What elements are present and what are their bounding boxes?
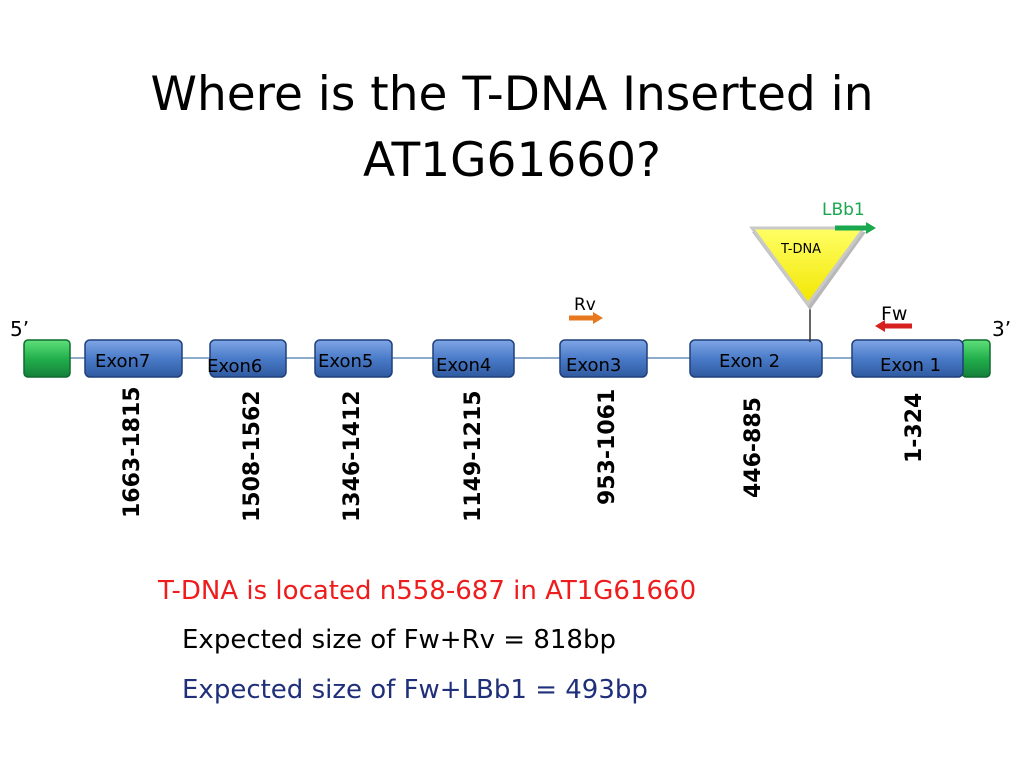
five-prime-label: 5’ xyxy=(10,317,29,341)
exon3-range: 953-1061 xyxy=(595,389,620,505)
exon2-label: Exon 2 xyxy=(719,351,780,372)
lbb1-label: LBb1 xyxy=(822,200,865,220)
exon7-box xyxy=(84,339,183,378)
three-prime-label: 3’ xyxy=(992,317,1011,341)
exon3-box xyxy=(559,339,648,378)
exon2-range: 446-885 xyxy=(741,397,766,498)
exon5-label: Exon5 xyxy=(318,351,373,372)
exon5-box xyxy=(314,339,393,378)
fw-lbb1-size-note: Expected size of Fw+LBb1 = 493bp xyxy=(182,675,648,705)
fw-label: Fw xyxy=(881,303,907,325)
exon1-box xyxy=(851,339,964,378)
exon7-label: Exon7 xyxy=(95,351,150,372)
fw-arrow-icon xyxy=(875,320,912,332)
exon4-label: Exon4 xyxy=(436,355,491,376)
slide-title: Where is the T-DNA Inserted in AT1G61660… xyxy=(0,62,1024,194)
utr-5prime-box xyxy=(23,339,71,378)
tdna-triangle xyxy=(749,226,867,307)
exon2-box xyxy=(689,339,823,378)
tdna-location-note: T-DNA is located n558-687 in AT1G61660 xyxy=(158,576,697,606)
fw-rv-size-note: Expected size of Fw+Rv = 818bp xyxy=(182,625,616,655)
exon1-range: 1-324 xyxy=(902,393,927,463)
lbb1-arrow-icon xyxy=(835,222,876,234)
title-line-2: AT1G61660? xyxy=(363,133,661,188)
exon6-label: Exon6 xyxy=(207,356,262,377)
exon7-range: 1663-1815 xyxy=(120,386,145,518)
exon1-label: Exon 1 xyxy=(880,355,941,376)
exon6-box xyxy=(209,339,287,378)
rv-arrow-icon xyxy=(569,312,603,324)
exon5-range: 1346-1412 xyxy=(340,390,365,522)
tdna-label: T-DNA xyxy=(780,242,821,257)
rv-label: Rv xyxy=(574,295,596,315)
exon4-range: 1149-1215 xyxy=(461,390,486,522)
utr-3prime-box xyxy=(961,339,991,378)
title-line-1: Where is the T-DNA Inserted in xyxy=(150,67,874,122)
exon3-label: Exon3 xyxy=(566,355,621,376)
exon4-box xyxy=(432,339,515,378)
exon6-range: 1508-1562 xyxy=(240,390,265,522)
